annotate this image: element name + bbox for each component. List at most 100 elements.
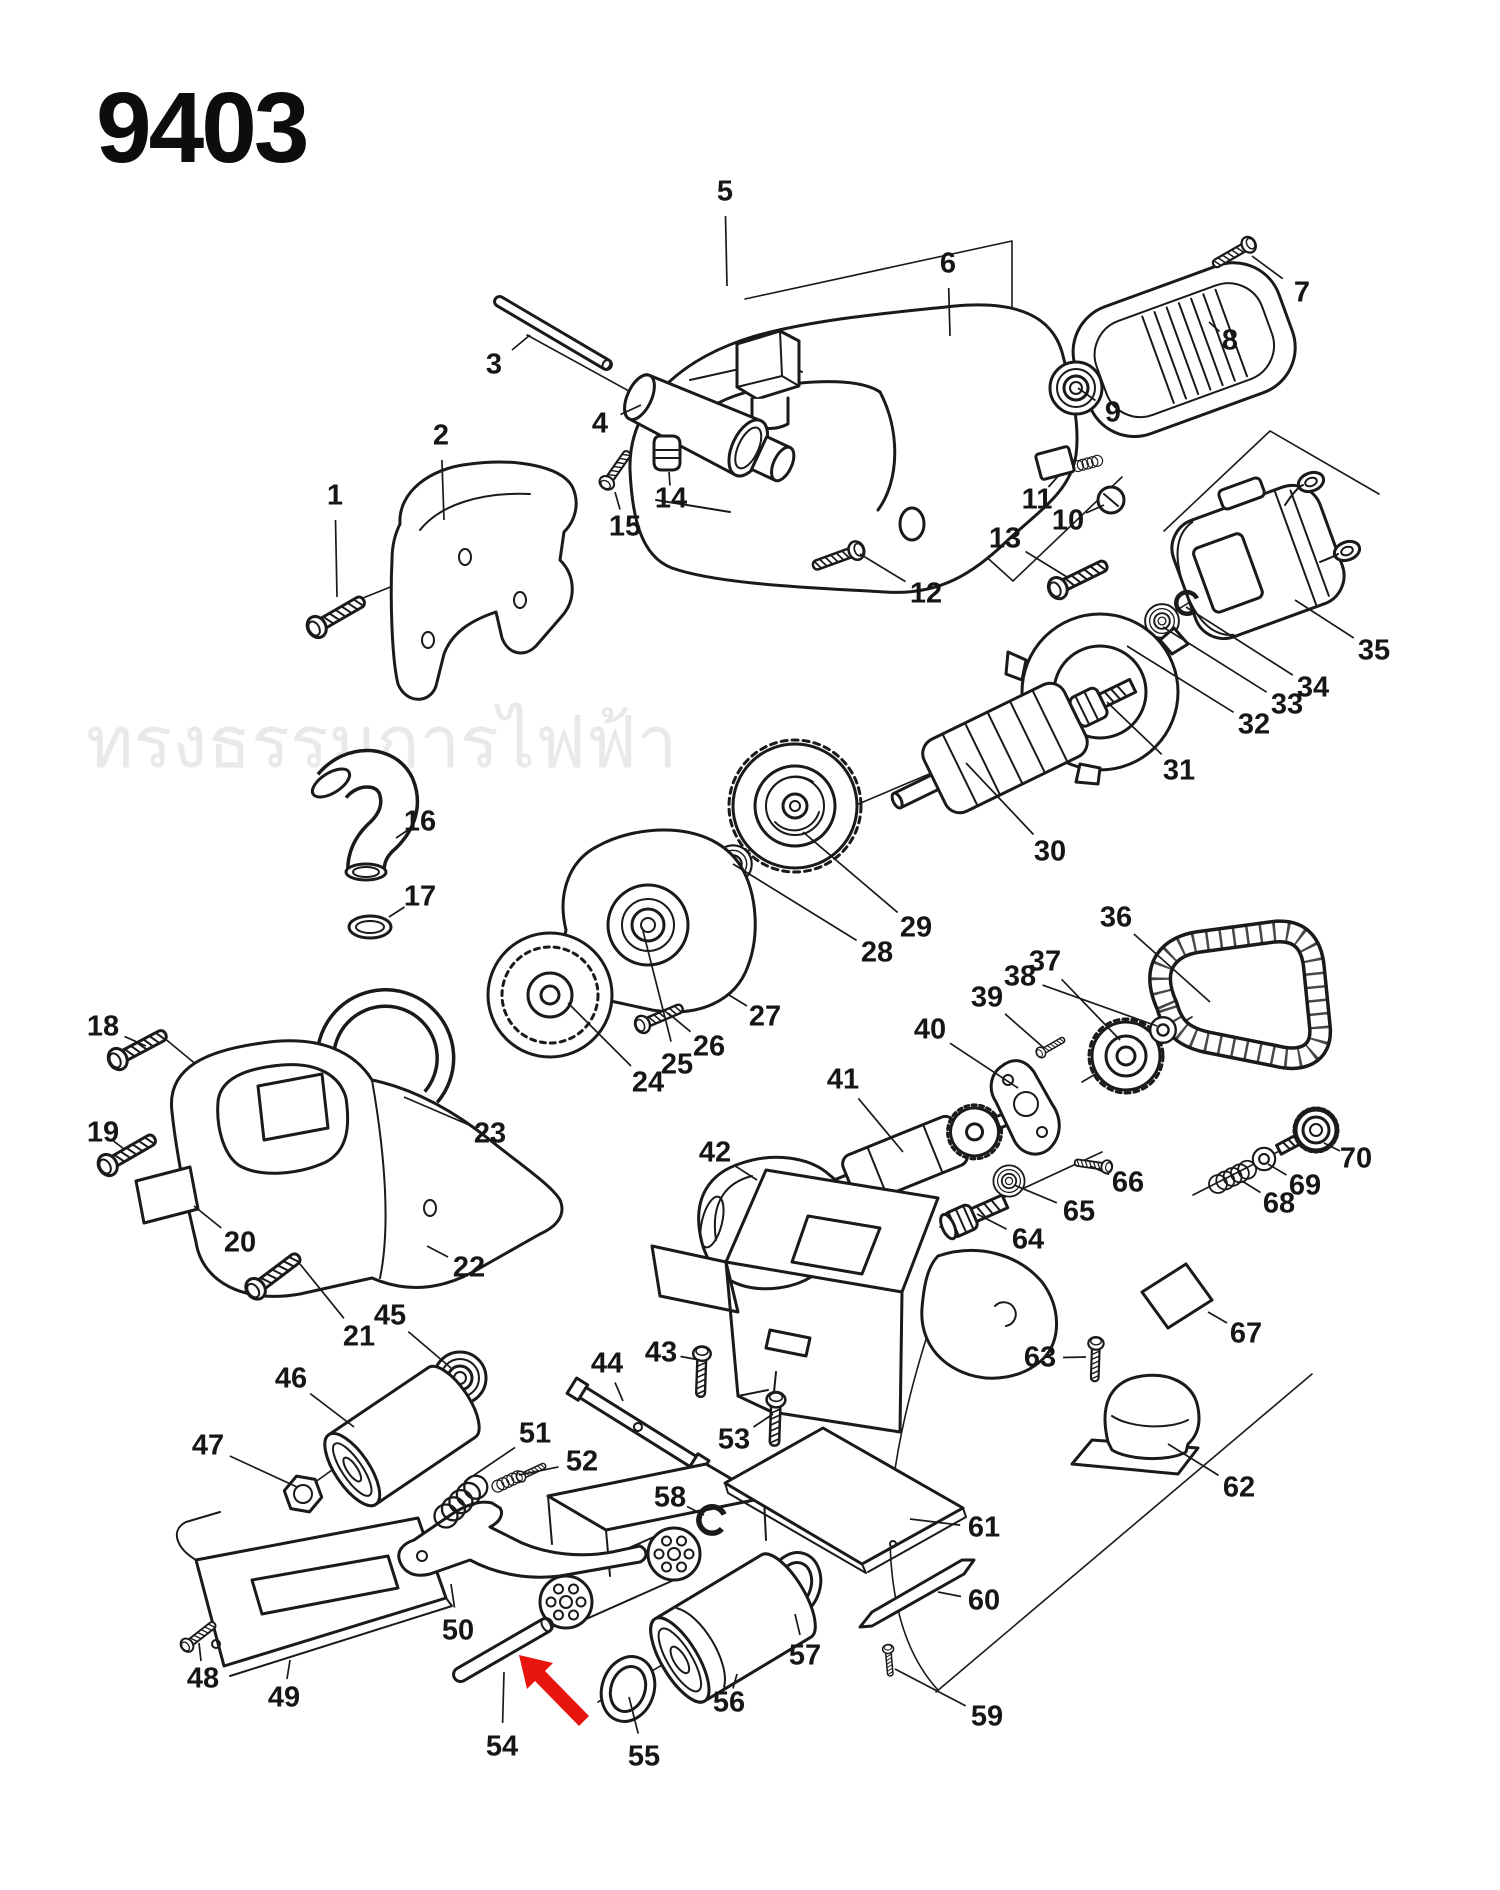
part-art-field-35 bbox=[1170, 470, 1362, 640]
leader-line bbox=[732, 863, 858, 942]
part-art-pin-54 bbox=[452, 1617, 554, 1683]
leader-line bbox=[395, 829, 409, 839]
part-art-lever-50 bbox=[397, 1500, 648, 1579]
leader-line bbox=[949, 1042, 1019, 1089]
leader-line bbox=[1042, 984, 1158, 1027]
leader-line bbox=[680, 1355, 701, 1361]
leader-line bbox=[388, 906, 405, 918]
part-art-screw-48 bbox=[177, 1616, 221, 1656]
part-art-rod-3 bbox=[493, 295, 613, 371]
leader-line bbox=[667, 1012, 692, 1033]
leader-line bbox=[1062, 1356, 1087, 1359]
leader-line bbox=[909, 1518, 961, 1526]
part-art-armature-30 bbox=[890, 677, 1138, 815]
part-art-pulley-gear-37 bbox=[1087, 1017, 1165, 1095]
leader-line bbox=[124, 1035, 147, 1047]
part-art-roller-46 bbox=[323, 1364, 481, 1508]
leader-line bbox=[794, 1613, 801, 1636]
part-art-switch-5 bbox=[735, 329, 801, 430]
leader-line bbox=[753, 1413, 774, 1428]
leader-line bbox=[193, 1205, 222, 1229]
leader-line bbox=[299, 1263, 345, 1319]
leader-lines bbox=[112, 215, 1355, 1734]
part-art-knob-70 bbox=[1275, 1106, 1340, 1156]
part-art-spring-68 bbox=[1205, 1156, 1261, 1197]
part-art-foot-62 bbox=[1070, 1373, 1201, 1476]
leader-line bbox=[1294, 599, 1355, 639]
leader-line bbox=[403, 1096, 469, 1126]
part-art-clip-58 bbox=[699, 1507, 724, 1533]
leader-line bbox=[1241, 1180, 1261, 1194]
leader-line bbox=[1251, 255, 1284, 280]
leader-line bbox=[1267, 1163, 1287, 1176]
part-art-fan-gear-24 bbox=[486, 931, 614, 1059]
leader-line bbox=[734, 1165, 758, 1181]
part-art-screw-59 bbox=[881, 1643, 897, 1678]
part-art-screw-53 bbox=[763, 1390, 787, 1448]
leader-line bbox=[628, 1696, 640, 1734]
leader-line bbox=[724, 215, 728, 287]
leader-line bbox=[1207, 1311, 1228, 1324]
part-art-bearing-65 bbox=[992, 1164, 1026, 1198]
part-art-oring-17 bbox=[347, 914, 393, 940]
leader-line bbox=[620, 404, 642, 416]
leader-line bbox=[1167, 1443, 1220, 1477]
part-art-screw-1 bbox=[301, 588, 371, 643]
leader-line bbox=[441, 459, 445, 521]
leader-line bbox=[501, 1671, 505, 1724]
leader-line bbox=[1185, 606, 1294, 676]
leader-line bbox=[511, 334, 531, 351]
leader-line bbox=[112, 1140, 125, 1150]
leader-line bbox=[668, 471, 671, 486]
leader-line bbox=[1106, 701, 1163, 756]
part-art-front-cover-2 bbox=[389, 460, 578, 701]
leader-line bbox=[229, 1455, 298, 1488]
leader-line bbox=[1025, 550, 1068, 578]
part-art-plate-67 bbox=[1140, 1262, 1214, 1330]
part-art-elbow-16 bbox=[310, 748, 420, 882]
leader-line bbox=[1208, 321, 1221, 333]
part-art-platen-61 bbox=[723, 1426, 967, 1574]
part-art-roller-56 bbox=[649, 1552, 817, 1704]
leader-line bbox=[686, 1505, 705, 1516]
part-art-screw-39 bbox=[1033, 1033, 1068, 1061]
leader-line bbox=[1004, 1013, 1045, 1049]
part-art-screw-66 bbox=[1072, 1154, 1114, 1176]
part-art-handle-base-22 bbox=[169, 1039, 564, 1298]
leader-line bbox=[567, 1002, 632, 1067]
part-art-nut-47 bbox=[282, 1474, 324, 1514]
leader-line bbox=[937, 1591, 962, 1598]
leader-line bbox=[1126, 645, 1235, 714]
leader-line bbox=[732, 1673, 738, 1689]
leader-line bbox=[614, 1382, 624, 1402]
leader-line bbox=[198, 1642, 202, 1662]
leader-line bbox=[450, 1583, 456, 1608]
leader-line bbox=[947, 287, 951, 337]
leader-line bbox=[1089, 1165, 1110, 1176]
leader-line bbox=[286, 1659, 291, 1680]
part-art-screw-63 bbox=[1085, 1335, 1105, 1383]
leader-line bbox=[518, 1466, 559, 1476]
leader-line bbox=[334, 519, 338, 598]
leader-line bbox=[1060, 978, 1121, 1041]
leader-line bbox=[1323, 1142, 1341, 1152]
part-art-gear-cover-27 bbox=[561, 828, 757, 1014]
leader-line bbox=[1162, 626, 1268, 693]
part-art-frame-base bbox=[650, 1168, 1058, 1434]
part-art-screw-19 bbox=[92, 1126, 162, 1181]
part-art-clamp-14 bbox=[652, 434, 682, 472]
part-art-retainer-40 bbox=[989, 1059, 1061, 1156]
part-art-bar-44 bbox=[565, 1376, 711, 1478]
part-art-belt-36 bbox=[1148, 919, 1333, 1071]
part-art-adjust-bolt-64 bbox=[939, 1193, 1010, 1241]
leader-line bbox=[309, 1392, 355, 1428]
leader-line bbox=[976, 1213, 1007, 1230]
part-art-cover-plate-49 bbox=[175, 1511, 453, 1677]
leader-line bbox=[426, 1245, 449, 1258]
leader-line bbox=[407, 1330, 452, 1369]
leader-line bbox=[965, 762, 1035, 836]
part-art-screw-13 bbox=[1043, 553, 1113, 604]
leader-line bbox=[894, 1668, 967, 1707]
